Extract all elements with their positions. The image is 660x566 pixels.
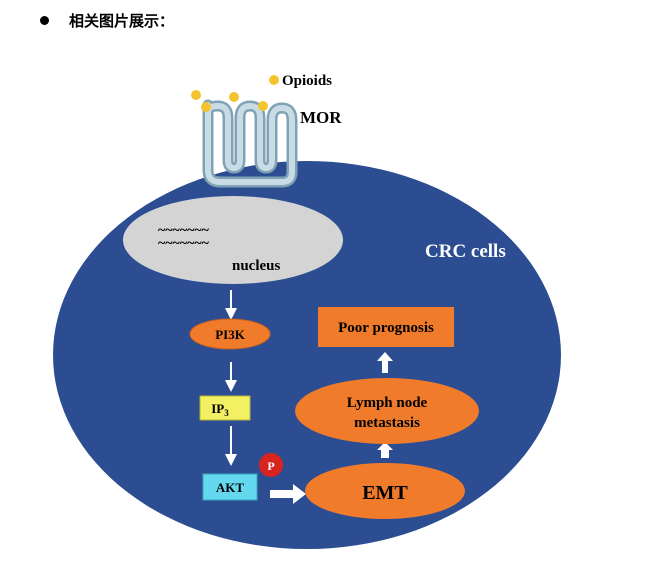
nucleus — [123, 196, 343, 284]
section-header: 相关图片展示： — [40, 8, 174, 32]
mor-label: MOR — [300, 108, 342, 127]
opioid-dot — [229, 92, 239, 102]
akt-node — [202, 473, 258, 501]
phospho-label: P — [267, 459, 274, 473]
akt-label: AKT — [216, 480, 245, 495]
lymph-label-line1: Lymph node — [347, 395, 428, 411]
dna-squiggle: ~~~~~~~ — [158, 236, 210, 251]
ip3-label: IP3 — [211, 401, 229, 418]
pi3k-node — [189, 318, 271, 350]
emt-label: EMT — [362, 482, 408, 504]
opioid-dot — [191, 90, 201, 100]
opioid-dot — [258, 101, 268, 111]
crc-cells-label: CRC cells — [425, 241, 506, 262]
watermark: 知乎 @小爱说药 — [499, 528, 622, 548]
pi3k-label: PI3K — [215, 327, 246, 342]
opioid-dot — [201, 102, 211, 112]
arrow-emt-lymph — [377, 442, 393, 458]
emt-node — [305, 463, 465, 519]
poor-prognosis-label: Poor prognosis — [338, 320, 434, 336]
dna-squiggle: ~~~~~~~ — [158, 223, 210, 238]
section-title: 相关图片展示： — [69, 11, 175, 30]
phospho-icon — [259, 453, 283, 477]
lymph-node-metastasis-node — [295, 378, 479, 444]
arrow-akt-emt — [270, 484, 306, 504]
poor-prognosis-node — [318, 307, 454, 347]
mor-receptor-icon — [202, 99, 298, 188]
bullet-icon — [40, 15, 49, 25]
opioids-label: Opioids — [282, 73, 332, 89]
ip3-node — [199, 395, 251, 421]
opioid-dot — [269, 75, 279, 85]
nucleus-label: nucleus — [232, 258, 281, 274]
arrow-lymph-prognosis — [377, 352, 393, 373]
lymph-label-line2: metastasis — [354, 415, 420, 431]
